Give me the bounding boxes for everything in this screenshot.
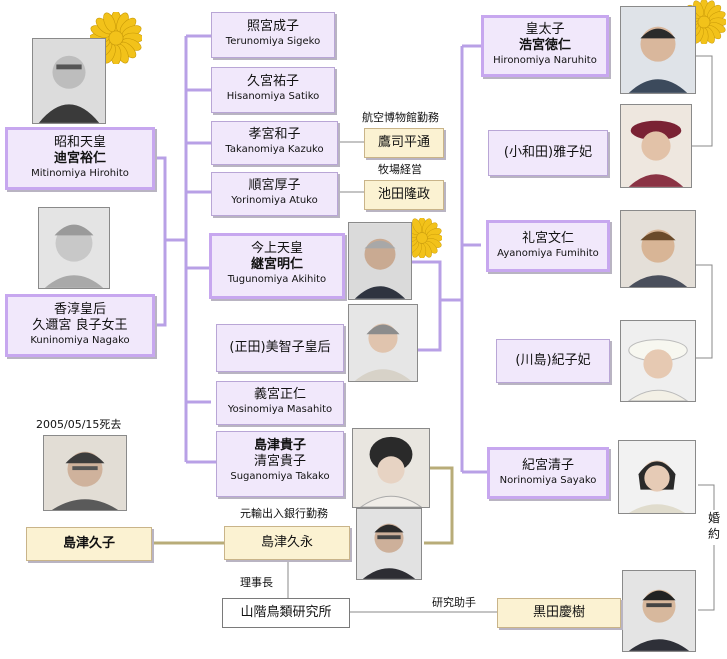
name-label: 島津貴子	[253, 438, 306, 453]
romaji-label: Terunomiya Sigeko	[225, 36, 321, 47]
person-box-shigeko[interactable]: 照宮成子 Terunomiya Sigeko	[211, 12, 335, 58]
name-label: 継宮明仁	[250, 257, 303, 272]
portrait-photo-sayako	[618, 440, 696, 514]
note-takatsukasa-job: 航空博物館勤務	[362, 111, 439, 124]
portrait-photo-masako	[620, 104, 692, 188]
institute-box[interactable]: 山階鳥類研究所	[222, 598, 350, 628]
person-box-kiko[interactable]: (川島)紀子妃	[496, 339, 610, 383]
title-label: 香淳皇后	[53, 302, 106, 317]
person-box-sayako[interactable]: 紀宮清子 Norinomiya Sayako	[487, 447, 609, 499]
engagement-label-char1: 婚	[708, 511, 721, 525]
title-label: 清宮貴子	[253, 454, 306, 469]
person-box-kazuko[interactable]: 孝宮和子 Takanomiya Kazuko	[211, 121, 338, 165]
name-label: 黒田慶樹	[532, 605, 585, 620]
romaji-label: Mitinomiya Hirohito	[31, 168, 129, 179]
name-label: 孝宮和子	[248, 127, 301, 142]
name-label: 久邇宮 良子女王	[32, 318, 128, 333]
romaji-label: Norinomiya Sayako	[499, 475, 597, 486]
name-label: 紀宮清子	[521, 458, 574, 473]
portrait-photo-akihito	[348, 222, 412, 300]
note-hisako-death: 2005/05/15死去	[36, 418, 122, 431]
person-box-hisanaga[interactable]: 島津久永	[224, 526, 350, 560]
name-label: 順宮厚子	[248, 178, 301, 193]
romaji-label: Hironomiya Naruhito	[493, 55, 597, 66]
romaji-label: Suganomiya Takako	[230, 471, 330, 482]
romaji-label: Tugunomiya Akihito	[227, 274, 327, 285]
name-label: (小和田)雅子妃	[503, 145, 593, 160]
person-box-showa[interactable]: 昭和天皇 迪宮裕仁 Mitinomiya Hirohito	[5, 127, 155, 190]
name-label: 義宮正仁	[253, 387, 306, 402]
romaji-label: Hisanomiya Satiko	[226, 91, 320, 102]
romaji-label: Ayanomiya Fumihito	[497, 248, 599, 259]
person-box-takatsukasa[interactable]: 鷹司平通	[364, 128, 444, 158]
title-label: 昭和天皇	[53, 135, 106, 150]
romaji-label: Takanomiya Kazuko	[225, 144, 324, 155]
title-label: 今上天皇	[250, 241, 303, 256]
portrait-photo-kojun	[38, 207, 110, 289]
name-label: 迪宮裕仁	[53, 151, 106, 166]
person-box-masako[interactable]: (小和田)雅子妃	[488, 130, 608, 176]
name-label: (正田)美智子皇后	[229, 340, 331, 355]
portrait-photo-takako	[352, 428, 430, 508]
title-label: 皇太子	[525, 22, 565, 37]
engagement-label-char2: 約	[708, 527, 721, 541]
person-box-akihito[interactable]: 今上天皇 継宮明仁 Tugunomiya Akihito	[209, 233, 345, 299]
person-box-naruhito[interactable]: 皇太子 浩宮徳仁 Hironomiya Naruhito	[481, 15, 609, 77]
portrait-photo-fumihito	[620, 210, 696, 288]
name-label: 鷹司平通	[377, 135, 430, 150]
person-box-kojun[interactable]: 香淳皇后 久邇宮 良子女王 Kuninomiya Nagako	[5, 294, 155, 357]
name-label: 浩宮徳仁	[518, 38, 571, 53]
note-hisanaga-job: 元輸出入銀行勤務	[240, 507, 328, 520]
note-chairman: 理事長	[240, 576, 273, 589]
person-box-sachiko[interactable]: 久宮祐子 Hisanomiya Satiko	[211, 67, 335, 113]
person-box-ikeda[interactable]: 池田隆政	[364, 180, 444, 210]
institute-label: 山階鳥類研究所	[240, 605, 332, 620]
name-label: 島津久永	[260, 535, 313, 550]
portrait-photo-kiko	[620, 320, 696, 402]
romaji-label: Yorinomiya Atuko	[231, 195, 318, 206]
person-box-hisako[interactable]: 島津久子	[26, 527, 152, 561]
person-box-kuroda[interactable]: 黒田慶樹	[497, 598, 621, 628]
person-box-michiko[interactable]: (正田)美智子皇后	[216, 324, 344, 372]
portrait-photo-hisanaga	[356, 508, 422, 580]
portrait-photo-showa	[32, 38, 106, 124]
romaji-label: Yosinomiya Masahito	[227, 404, 333, 415]
name-label: 礼宮文仁	[521, 231, 574, 246]
name-label: 島津久子	[62, 536, 115, 551]
name-label: 久宮祐子	[246, 74, 299, 89]
name-label: 池田隆政	[377, 187, 430, 202]
portrait-photo-kuroda	[622, 570, 696, 652]
romaji-label: Kuninomiya Nagako	[30, 335, 130, 346]
portrait-photo-hisako	[43, 435, 127, 511]
note-research-assistant: 研究助手	[432, 596, 476, 609]
person-box-fumihito[interactable]: 礼宮文仁 Ayanomiya Fumihito	[486, 220, 610, 272]
portrait-photo-naruhito	[620, 6, 696, 94]
person-box-takako[interactable]: 島津貴子 清宮貴子 Suganomiya Takako	[216, 431, 344, 497]
name-label: 照宮成子	[246, 19, 299, 34]
name-label: (川島)紀子妃	[515, 353, 591, 368]
note-ikeda-job: 牧場経営	[378, 163, 422, 176]
portrait-photo-michiko	[348, 304, 418, 382]
person-box-masahito[interactable]: 義宮正仁 Yosinomiya Masahito	[216, 381, 344, 425]
person-box-atsuko[interactable]: 順宮厚子 Yorinomiya Atuko	[211, 172, 338, 216]
